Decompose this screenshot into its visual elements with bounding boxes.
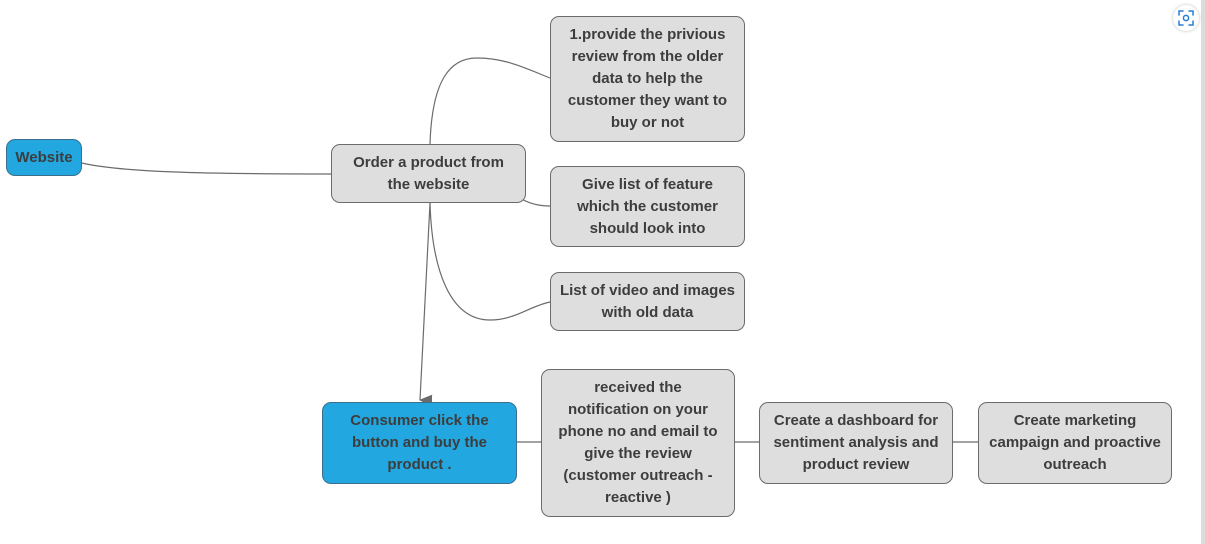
connector-order-features [519,197,551,207]
node-marketing-campaign-label: Create marketing campaign and proactive … [989,412,1161,473]
node-video-images[interactable]: List of video and images with old data [550,272,745,331]
node-consumer-buy[interactable]: Consumer click the button and buy the pr… [322,402,517,484]
node-order-product-label: Order a product from the website [353,153,504,193]
node-notification-review-label: received the notification on your phone … [558,379,718,506]
node-previous-review-label: 1.provide the privious review from the o… [567,26,728,131]
canvas-right-edge [1201,0,1205,544]
node-order-product[interactable]: Order a product from the website [331,144,526,203]
node-marketing-campaign[interactable]: Create marketing campaign and proactive … [978,402,1172,484]
arrow-order-consumer [419,202,433,407]
connector-website-order [81,162,332,175]
node-dashboard-label: Create a dashboard for sentiment analysi… [773,412,939,473]
focus-frame-icon [1178,10,1194,26]
node-previous-review[interactable]: 1.provide the privious review from the o… [550,16,745,142]
focus-button[interactable] [1173,5,1199,31]
connector-order-review [429,57,551,145]
connector-order-videos [429,202,551,321]
node-feature-list-label: Give list of feature which the customer … [577,175,718,237]
node-website-label: Website [15,148,73,166]
node-dashboard[interactable]: Create a dashboard for sentiment analysi… [759,402,953,484]
node-website[interactable]: Website [6,139,82,176]
node-notification-review[interactable]: received the notification on your phone … [541,369,735,517]
node-consumer-buy-label: Consumer click the button and buy the pr… [350,412,489,473]
node-feature-list[interactable]: Give list of feature which the customer … [550,166,745,247]
node-video-images-label: List of video and images with old data [559,281,736,321]
